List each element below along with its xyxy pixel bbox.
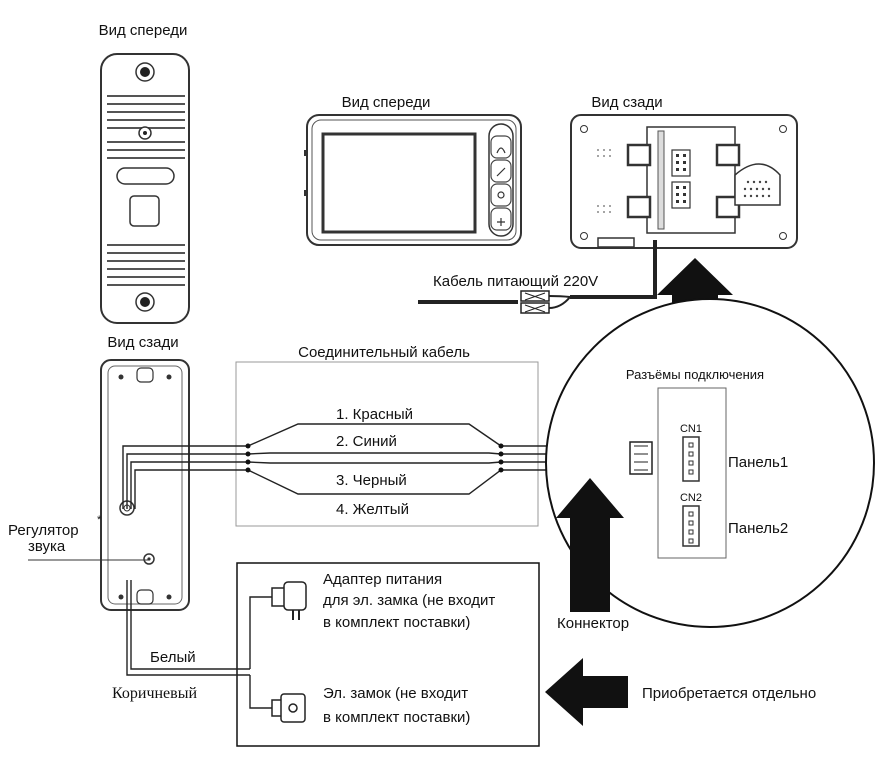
connector-label: Коннектор — [557, 615, 629, 632]
power-adapter-icon — [271, 581, 307, 620]
cn1-socket — [682, 436, 700, 482]
cn2-label: CN2 — [680, 492, 702, 504]
lock-label-line1: Эл. замок (не входит — [323, 685, 468, 702]
cn2-socket — [682, 505, 700, 547]
wire-label-4: 4. Желтый — [336, 501, 409, 518]
wire-label-3: 3. Черный — [336, 472, 407, 489]
power-cable-label: Кабель питающий 220V — [433, 273, 598, 290]
adapter-label-line1: Адаптер питания — [323, 571, 442, 588]
electric-lock-icon — [271, 693, 306, 723]
monitor-back-label: Вид сзади — [591, 94, 662, 111]
panel-front-label: Вид спереди — [99, 22, 188, 39]
cable-junction-dots — [245, 443, 504, 473]
brown-wire-label: Коричневый — [112, 685, 197, 702]
arrow-to-connector-icon — [556, 478, 624, 612]
white-wire-label: Белый — [150, 649, 196, 666]
connector-plug — [629, 441, 653, 475]
monitor-back — [570, 114, 798, 249]
adapter-label-line3: в комплект поставки) — [323, 614, 470, 631]
outdoor-panel-front — [100, 53, 190, 324]
panel2-label: Панель2 — [728, 520, 788, 537]
adapter-label-line2: для эл. замка (не входит — [323, 592, 495, 609]
connecting-cable-title: Соединительный кабель — [298, 344, 470, 361]
monitor-front-label: Вид спереди — [342, 94, 431, 111]
arrow-left-icon — [545, 658, 628, 726]
outdoor-panel-back — [100, 359, 190, 611]
monitor-front — [304, 114, 522, 246]
connecting-cable-box — [235, 361, 539, 527]
panel-back-label: Вид сзади — [107, 334, 178, 351]
lock-label-line2: в комплект поставки) — [323, 709, 470, 726]
cn1-label: CN1 — [680, 423, 702, 435]
connectors-title: Разъёмы подключения — [626, 367, 764, 382]
lock-wires — [126, 580, 272, 709]
volume-label-line2: звука — [28, 538, 66, 555]
purchase-note: Приобретается отдельно — [642, 685, 816, 702]
power-cable — [418, 240, 657, 314]
wire-label-2: 2. Синий — [336, 433, 397, 450]
volume-label-line1: Регулятор — [8, 522, 79, 539]
volume-asterisk: * — [97, 514, 102, 526]
wire-label-1: 1. Красный — [336, 406, 413, 423]
panel1-label: Панель1 — [728, 454, 788, 471]
